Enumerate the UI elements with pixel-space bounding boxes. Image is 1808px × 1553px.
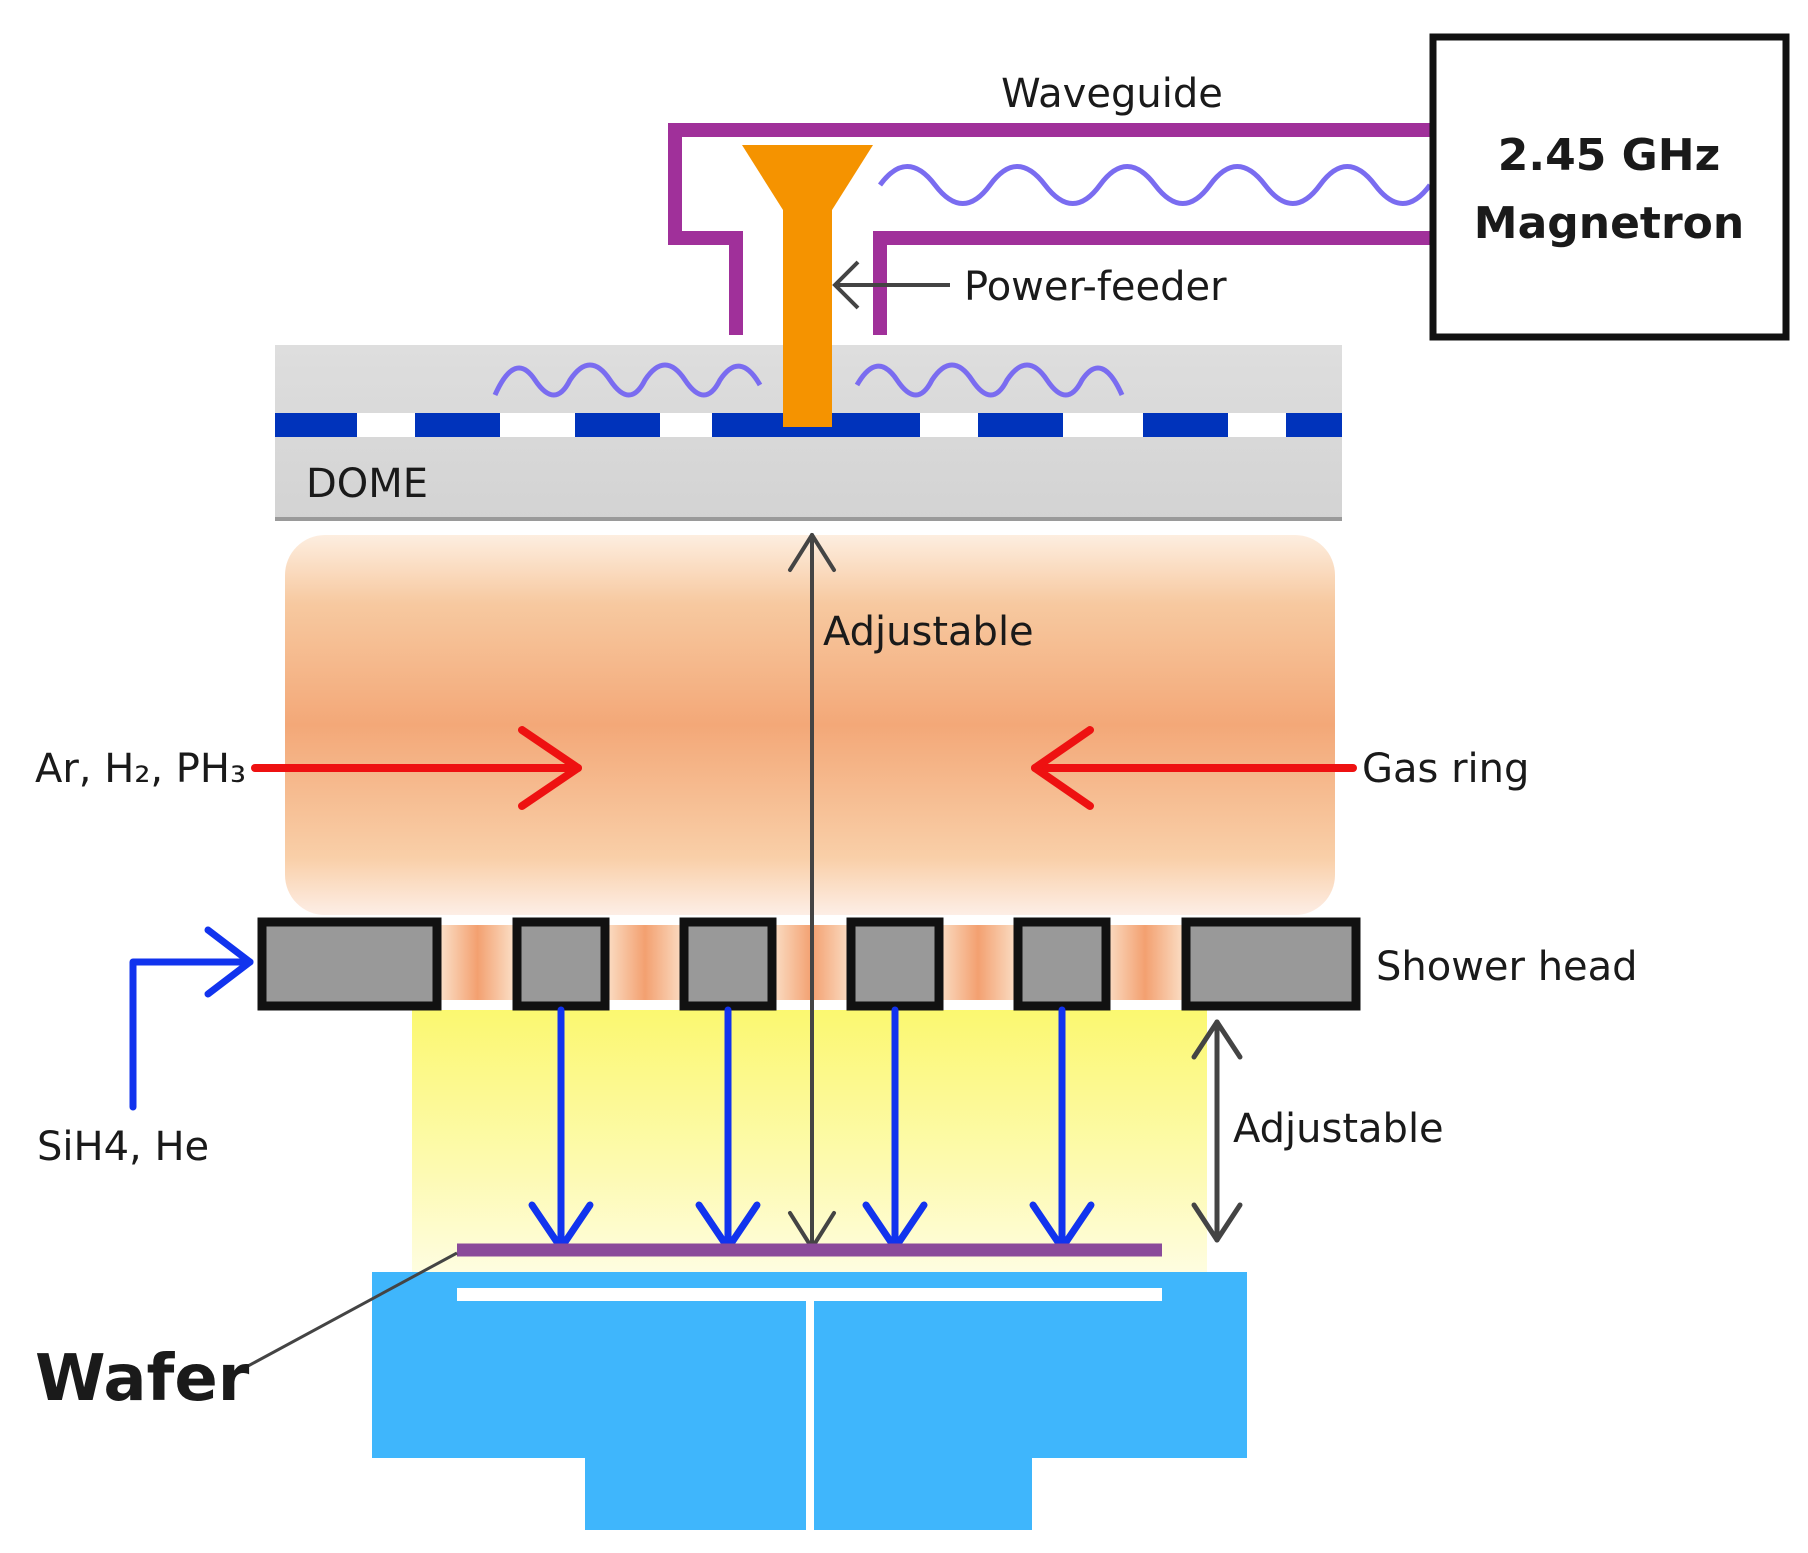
waveguide-label: Waveguide — [1001, 71, 1223, 117]
shower-head-gap — [605, 925, 685, 1000]
wafer-label: Wafer — [35, 1342, 250, 1416]
gas-inlet-label: Ar, H₂, PH₃ — [35, 746, 246, 792]
silane-inlet-label: SiH4, He — [37, 1124, 209, 1170]
microwave-wave-dome-left — [492, 362, 763, 398]
magnetron-label-frequency: 2.45 GHz — [1498, 130, 1720, 181]
antenna-segment — [1143, 413, 1228, 437]
shower-head-gap — [938, 925, 1018, 1000]
shower-head-gap — [440, 925, 515, 1000]
deposition-zone — [412, 1010, 1207, 1272]
adjustable-arrow-showerhead-wafer — [1191, 1019, 1243, 1243]
power-feeder-horn — [742, 145, 873, 210]
gas-inlet-arrow-left — [251, 726, 582, 810]
microwave-wave-waveguide — [877, 164, 1433, 206]
shower-head-block — [1181, 917, 1361, 1011]
power-feeder-label: Power-feeder — [964, 264, 1227, 310]
shower-head-block — [257, 917, 442, 1011]
dome-antenna-segments — [275, 413, 1342, 437]
antenna-segment — [978, 413, 1063, 437]
magnetron: 2.45 GHz Magnetron — [1429, 33, 1790, 341]
shower-head-block — [846, 917, 944, 1011]
substrate-stage — [372, 1272, 1247, 1530]
silane-flow-arrows — [528, 1006, 1095, 1252]
shower-head-label: Shower head — [1376, 944, 1638, 990]
power-feeder — [742, 145, 873, 427]
adjustable-label-bottom: Adjustable — [1233, 1106, 1444, 1152]
microwave-wave-dome-right — [854, 362, 1125, 398]
antenna-segment — [275, 413, 357, 437]
waveguide — [668, 123, 1433, 335]
adjustable-label-top: Adjustable — [823, 609, 1034, 655]
antenna-segment — [1286, 413, 1342, 437]
antenna-segment — [575, 413, 660, 437]
stage-slot — [457, 1288, 1162, 1301]
gas-ring-arrow-right — [1031, 726, 1357, 810]
waveguide-inner-wall — [873, 231, 1433, 335]
shower-head-block — [1013, 917, 1111, 1011]
shower-head-gap — [1105, 925, 1185, 1000]
shower-head — [257, 917, 1361, 1011]
magnetron-label-name: Magnetron — [1474, 198, 1744, 249]
magnetron-box — [1429, 33, 1790, 341]
power-feeder-pointer — [832, 260, 950, 310]
dome-label: DOME — [306, 461, 428, 507]
shower-head-block — [679, 917, 777, 1011]
shower-head-block — [512, 917, 610, 1011]
silane-inlet-arrow — [129, 926, 254, 1111]
gas-ring-label: Gas ring — [1362, 746, 1529, 792]
waveguide-outer-wall — [668, 123, 1433, 335]
power-feeder-rod — [783, 205, 832, 427]
antenna-segment — [415, 413, 500, 437]
wafer-pointer-line — [247, 1251, 458, 1368]
